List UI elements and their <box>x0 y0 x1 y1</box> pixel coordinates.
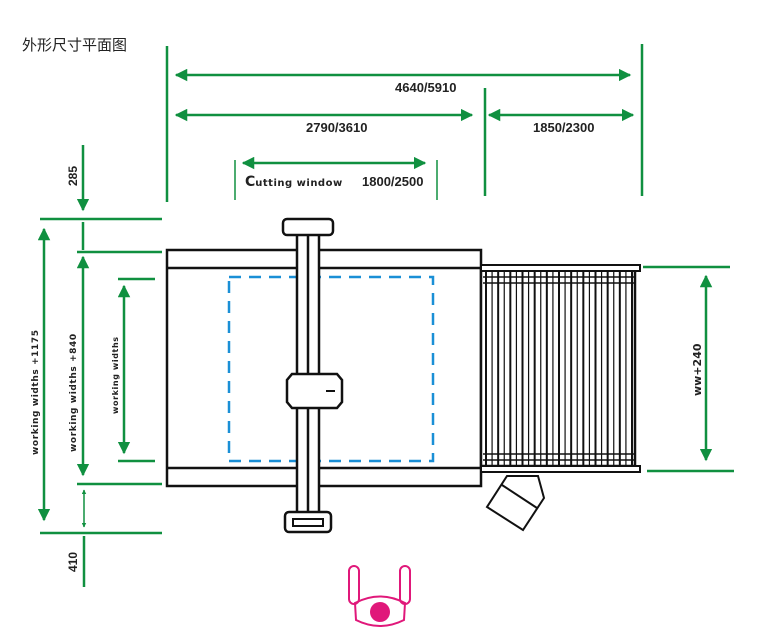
control-box[interactable] <box>485 475 546 532</box>
operator-left-arm <box>348 565 360 605</box>
control-box-divider <box>501 484 538 509</box>
conveyor-rail-top <box>480 264 641 272</box>
left-dimensions <box>37 145 162 587</box>
conveyor-length-label: 1850/2300 <box>533 120 594 135</box>
conveyor-width-label: ww+240 <box>691 343 704 396</box>
cutting-window-label: Cutting window <box>245 174 343 190</box>
gantry <box>281 217 344 534</box>
diagram-title: 外形尺寸平面图 <box>22 36 128 54</box>
operator-head <box>370 602 390 622</box>
overall-length-label: 4640/5910 <box>395 80 456 95</box>
cutting-window-outline <box>227 275 435 463</box>
top-dimensions <box>165 44 644 202</box>
cutting-head[interactable] <box>285 372 344 410</box>
inner-width-label: working widths <box>111 336 120 414</box>
bottom-clearance-label: 410 <box>66 552 80 572</box>
main-table <box>165 248 483 488</box>
table-frame <box>165 248 483 488</box>
frame-width-label: working widths +840 <box>69 333 79 452</box>
top-clearance-label: 285 <box>66 166 80 186</box>
conveyor-belt <box>479 264 641 473</box>
cutting-window-value: 1800/2500 <box>362 174 423 189</box>
gantry-top-cap <box>281 217 335 237</box>
main-table-length-label: 2790/3610 <box>306 120 367 135</box>
operator-icon <box>348 565 411 627</box>
operator-right-arm <box>399 565 411 605</box>
control-box-body <box>485 475 546 532</box>
conveyor-rail-bottom <box>480 465 641 473</box>
right-dimensions <box>643 265 734 473</box>
operator-shoulders <box>353 595 407 627</box>
cutting-window-prefix: C <box>245 174 255 190</box>
gantry-handle-icon <box>292 518 324 527</box>
outer-width-label: working widths +1175 <box>31 329 41 455</box>
conveyor-slats <box>483 272 634 465</box>
cutting-window-text: utting window <box>255 178 342 189</box>
